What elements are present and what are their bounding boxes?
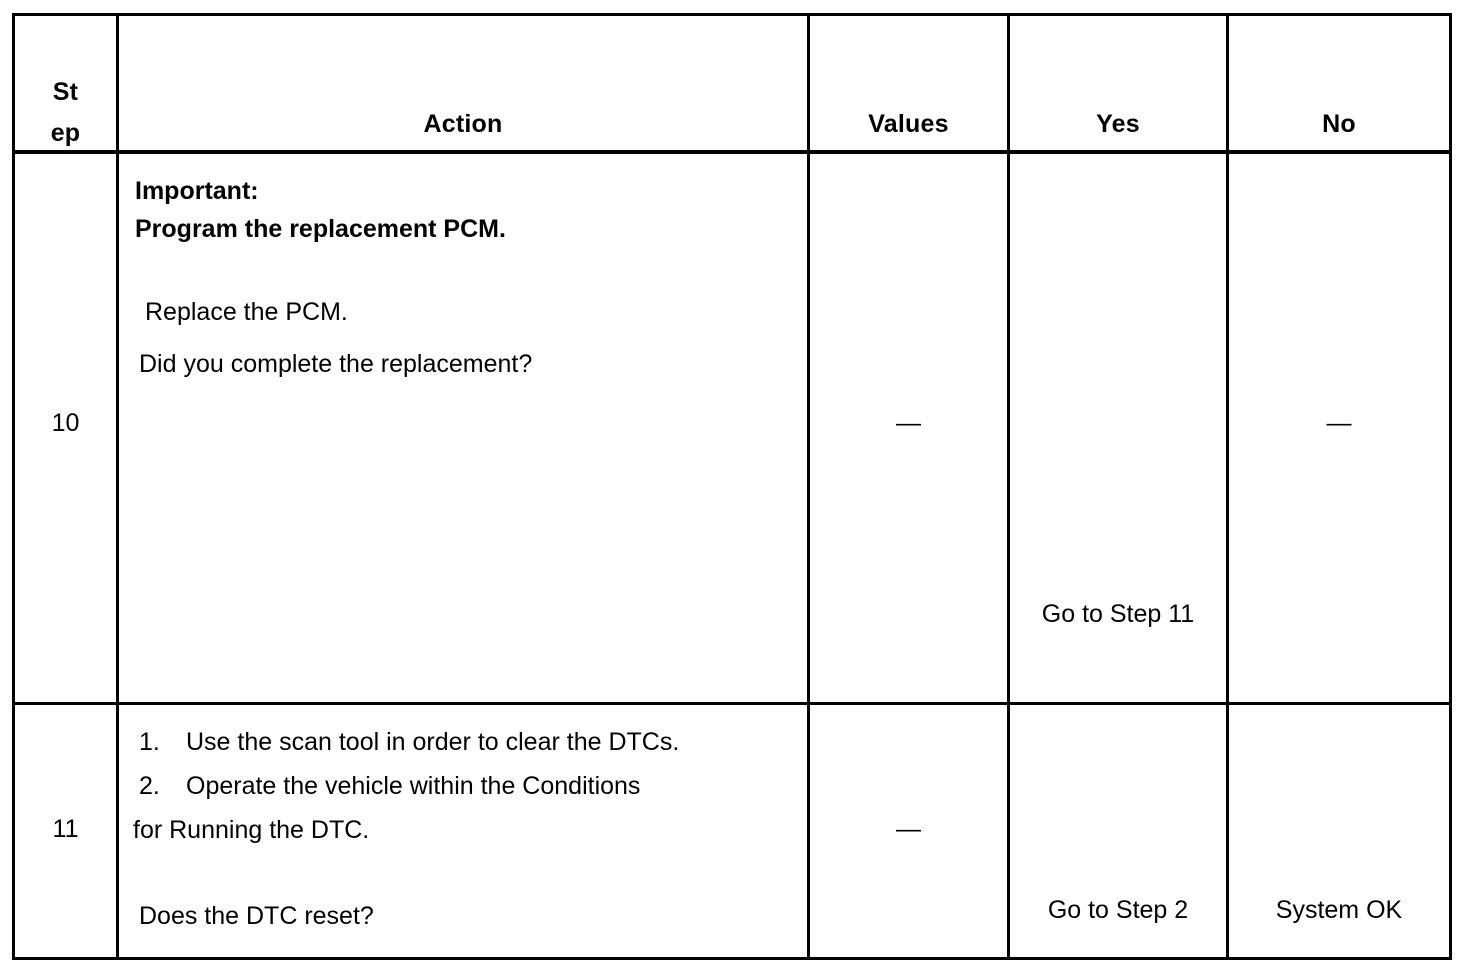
step-number-value: 11 xyxy=(52,815,79,843)
yes-result-text: Go to Step 11 xyxy=(1041,600,1195,628)
diagnostic-procedure-table: St ep Action Values Yes xyxy=(12,13,1452,960)
action-instruction: Replace the PCM. xyxy=(145,298,348,326)
action-item-text: Use the scan tool in order to clear the … xyxy=(186,728,680,756)
header-step-line2: ep xyxy=(50,119,81,147)
cell-step-number: 10 xyxy=(12,150,119,705)
action-question: Does the DTC reset? xyxy=(139,902,374,930)
table-header-row: St ep Action Values Yes xyxy=(12,13,1452,154)
header-no-label: No xyxy=(1322,110,1356,138)
action-item-number: 1. xyxy=(139,728,160,756)
header-values-label: Values xyxy=(868,110,949,138)
values-value: — xyxy=(896,815,921,843)
cell-no: System OK xyxy=(1226,702,1452,960)
header-step-line1: St xyxy=(52,78,79,106)
yes-result-text: Go to Step 2 xyxy=(1047,896,1189,924)
action-item-continuation: for Running the DTC. xyxy=(133,816,370,844)
no-result-text: System OK xyxy=(1275,896,1403,924)
action-item-number: 2. xyxy=(139,772,160,800)
action-item-text: Operate the vehicle within the Condition… xyxy=(186,772,641,800)
action-question: Did you complete the replacement? xyxy=(139,350,533,378)
header-cell-yes: Yes xyxy=(1007,13,1229,154)
cell-no: — xyxy=(1226,150,1452,705)
header-yes-label: Yes xyxy=(1096,110,1140,138)
no-result-text: — xyxy=(1326,409,1352,437)
cell-values: — xyxy=(807,150,1010,705)
cell-values: — xyxy=(807,702,1010,960)
action-important-text: Program the replacement PCM. xyxy=(135,215,506,243)
table-row: 11 1. Use the scan tool in order to clea… xyxy=(12,702,1452,960)
values-value: — xyxy=(896,409,921,437)
cell-step-number: 11 xyxy=(12,702,119,960)
cell-action: Important: Program the replacement PCM. … xyxy=(116,150,810,705)
header-action-label: Action xyxy=(423,110,503,138)
header-cell-values: Values xyxy=(807,13,1010,154)
header-cell-action: Action xyxy=(116,13,810,154)
step-number-value: 10 xyxy=(51,409,80,437)
action-important-label: Important: xyxy=(135,177,259,205)
cell-yes: Go to Step 11 xyxy=(1007,150,1229,705)
header-cell-no: No xyxy=(1226,13,1452,154)
cell-yes: Go to Step 2 xyxy=(1007,702,1229,960)
table-row: 10 Important: Program the replacement PC… xyxy=(12,150,1452,705)
cell-action: 1. Use the scan tool in order to clear t… xyxy=(116,702,810,960)
header-cell-step: St ep xyxy=(12,13,119,154)
